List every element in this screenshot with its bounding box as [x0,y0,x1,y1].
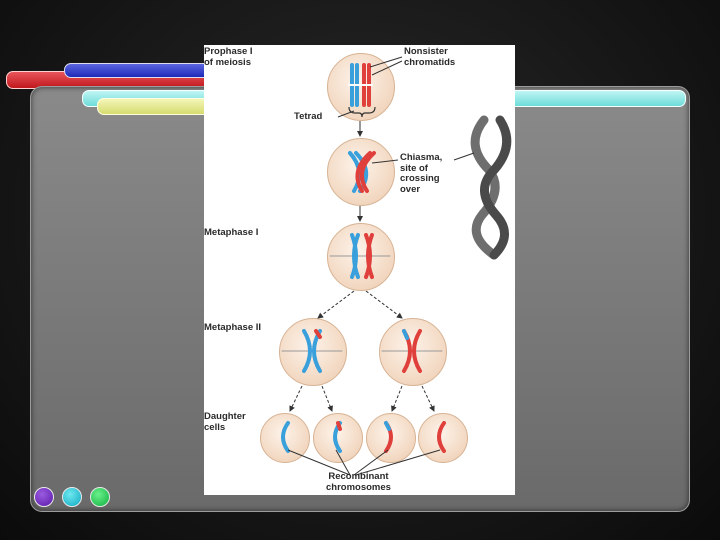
metaphase2-chromosomes [282,331,442,371]
metaphase1-chromosomes [330,235,390,277]
label-recombinant-chromosomes: Recombinant chromosomes [326,472,391,493]
diagram-overlay [204,45,515,495]
chiasma-chromosomes [350,153,374,191]
label-nonsister-chromatids: Nonsister chromatids [404,47,455,68]
label-metaphase2: Metaphase II [204,323,261,334]
tetrad-chromosomes [349,65,372,105]
nav-dot-teal[interactable] [62,487,82,507]
nav-dot-purple[interactable] [34,487,54,507]
meiosis-figure: Prophase I of meiosis Nonsister chromati… [204,45,515,495]
label-daughter-cells: Daughter cells [204,412,246,433]
nav-dot-green[interactable] [90,487,110,507]
label-metaphase1: Metaphase I [204,228,258,239]
label-prophase: Prophase I of meiosis [204,47,253,68]
tetrad-bracket [349,107,375,117]
label-tetrad: Tetrad [294,112,322,123]
daughter-chromosomes [283,423,444,451]
chiasma-micrograph [475,120,507,255]
label-chiasma: Chiasma, site of crossing over [400,153,442,195]
